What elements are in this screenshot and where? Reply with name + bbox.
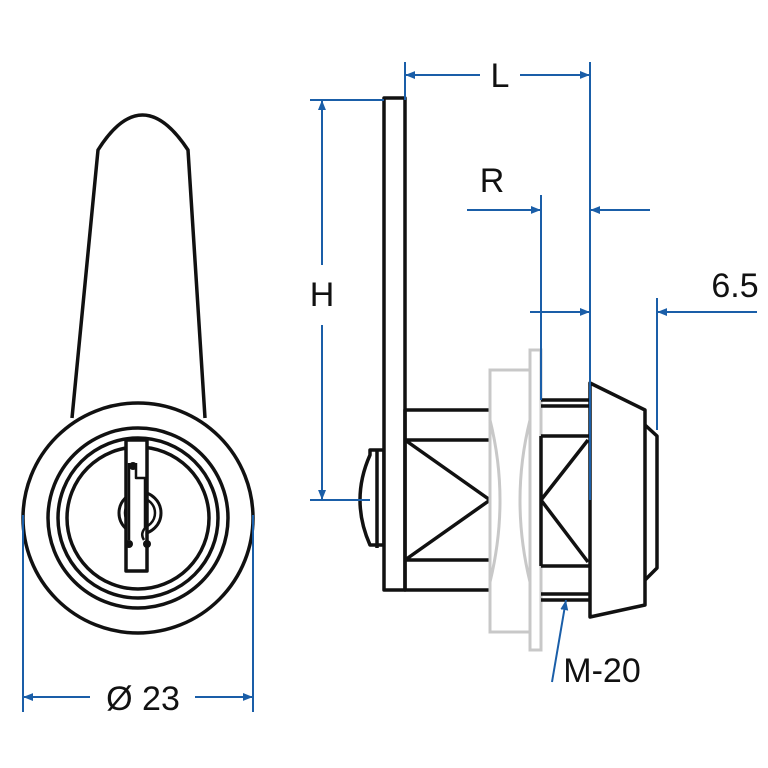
lock-body bbox=[403, 408, 494, 592]
dimension-label-cap-depth: 6.5 bbox=[711, 267, 758, 305]
side-view bbox=[358, 96, 659, 652]
lock-face-ring bbox=[46, 426, 230, 610]
threaded-shaft bbox=[539, 398, 590, 602]
lock-face-ring-inner bbox=[56, 436, 220, 600]
dimension-label-reach: R bbox=[480, 162, 505, 200]
keyhole-icon bbox=[117, 438, 163, 573]
cam-plate bbox=[382, 96, 407, 592]
dimension-label-diameter: Ø 23 bbox=[106, 680, 180, 718]
cam-lever bbox=[70, 113, 207, 419]
dimension-label-height: H bbox=[310, 276, 335, 314]
dimension-label-length: L bbox=[491, 57, 510, 95]
dimension-lines bbox=[22, 62, 757, 712]
dimension-label-thread: M-20 bbox=[563, 652, 640, 690]
mounting-nut bbox=[488, 348, 543, 652]
front-view bbox=[21, 113, 255, 635]
lock-cap bbox=[588, 381, 659, 619]
